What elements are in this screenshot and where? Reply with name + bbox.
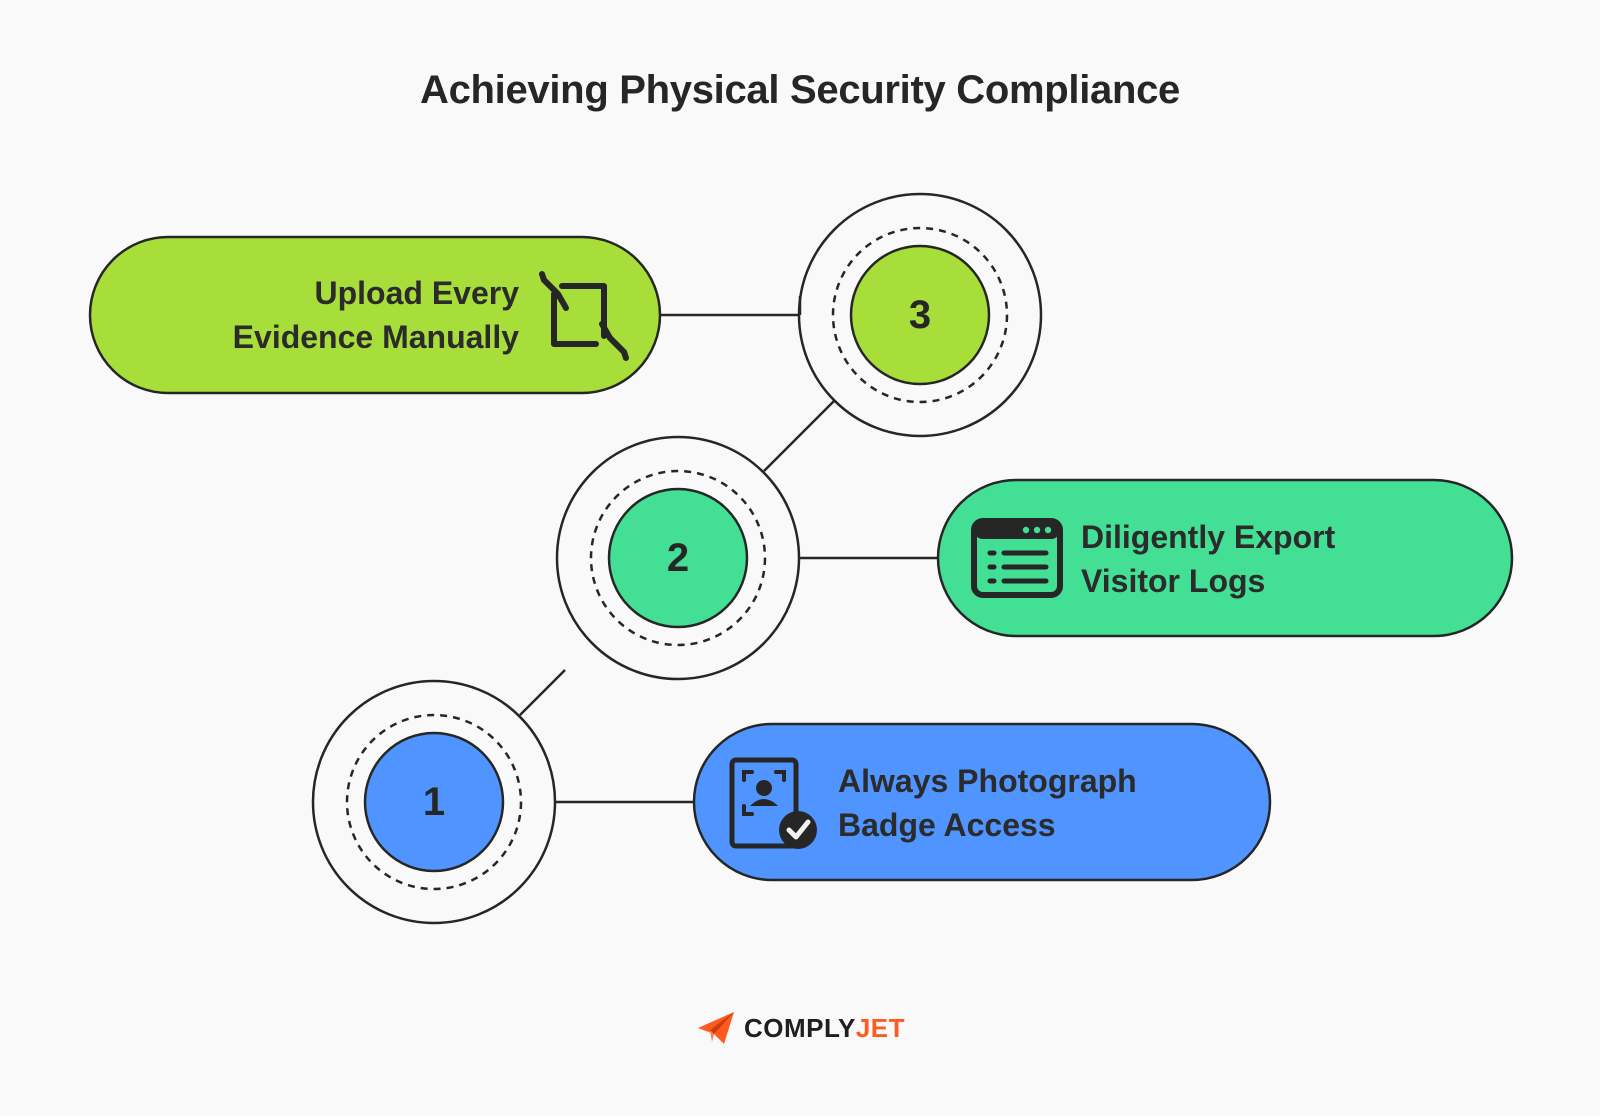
step-3-label: Upload Every Evidence Manually bbox=[233, 271, 519, 359]
connector-2-to-3 bbox=[763, 399, 836, 472]
step-1-ring bbox=[311, 679, 557, 925]
manual-transfer-icon bbox=[539, 271, 629, 361]
step-3-ring bbox=[797, 192, 1043, 438]
brand-logo: COMPLYJET bbox=[696, 1008, 905, 1048]
step-2-label-line1: Diligently Export bbox=[1081, 519, 1336, 555]
step-1-label-line1: Always Photograph bbox=[838, 763, 1137, 799]
step-1-label-line2: Badge Access bbox=[838, 807, 1056, 843]
browser-list-icon bbox=[971, 518, 1063, 598]
step-1-label: Always Photograph Badge Access bbox=[838, 759, 1137, 847]
badge-photo-check-icon bbox=[729, 757, 817, 849]
step-2-label: Diligently Export Visitor Logs bbox=[1081, 515, 1335, 603]
step-2-disc bbox=[607, 487, 749, 629]
step-3-number: 3 bbox=[908, 293, 932, 337]
step-3-pill bbox=[88, 235, 662, 395]
step-2-pill bbox=[936, 478, 1514, 638]
step-3-disc bbox=[849, 244, 991, 386]
brand-name-part2: JET bbox=[855, 1012, 906, 1043]
step-3-label-line2: Evidence Manually bbox=[232, 319, 519, 355]
connectors bbox=[519, 313, 940, 804]
page-title: Achieving Physical Security Compliance bbox=[420, 68, 1180, 112]
step-1-disc bbox=[363, 731, 505, 873]
step-1-number: 1 bbox=[422, 780, 446, 824]
step-1-pill bbox=[692, 722, 1272, 882]
connector-1-to-2 bbox=[519, 669, 566, 716]
step-2-label-line2: Visitor Logs bbox=[1081, 563, 1266, 599]
step-2-number: 2 bbox=[666, 536, 690, 580]
step-3-label-line1: Upload Every bbox=[314, 275, 519, 311]
brand-name: COMPLYJET bbox=[744, 1013, 905, 1044]
step-2-ring bbox=[555, 435, 801, 681]
brand-name-part1: COMPLY bbox=[744, 1012, 856, 1043]
paper-plane-icon bbox=[698, 1012, 734, 1044]
